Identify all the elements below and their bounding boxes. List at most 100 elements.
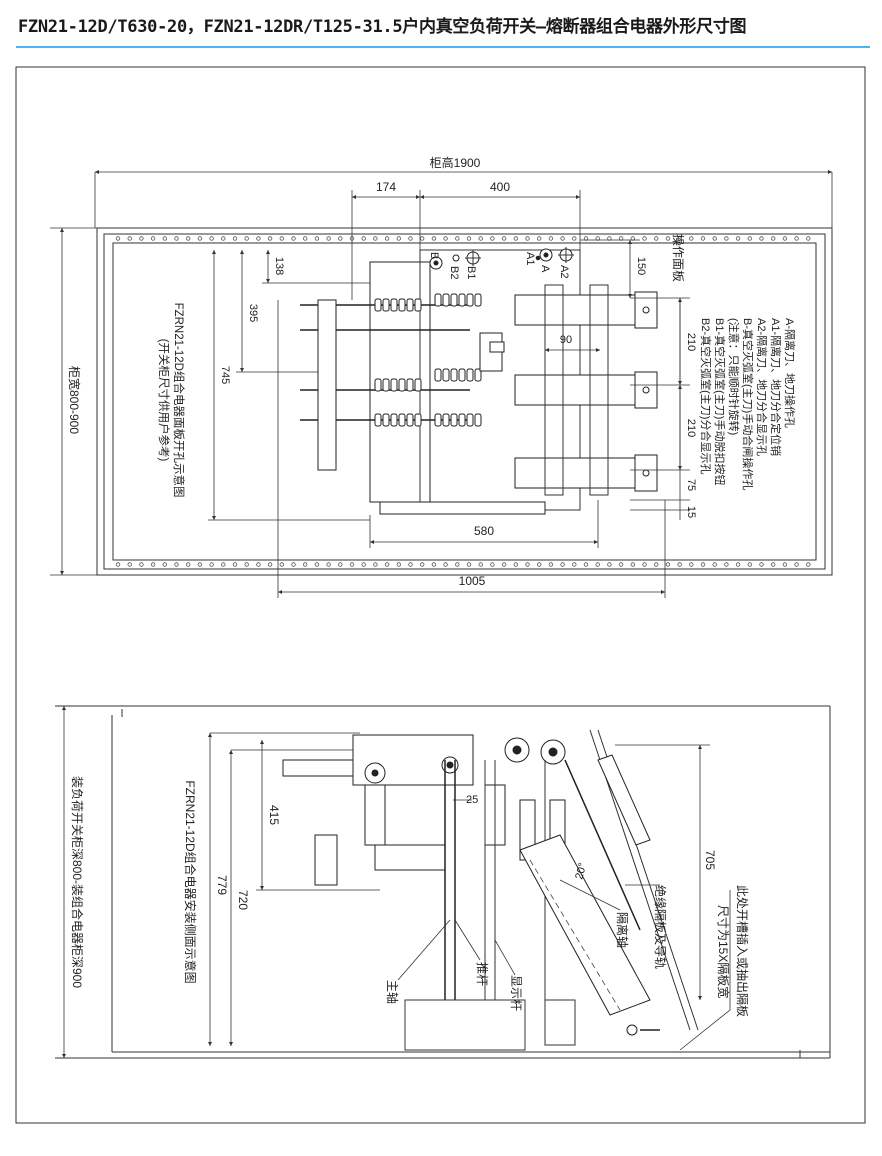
- mount-hole: [408, 562, 413, 567]
- front-caption-line1: FZRN21-12D组合电器面板开孔示意图: [172, 303, 186, 498]
- panel-mount-holes: [115, 236, 811, 241]
- mount-hole: [700, 236, 706, 241]
- hole-b2: [452, 254, 460, 262]
- mount-hole: [665, 562, 671, 567]
- mount-hole: [373, 562, 378, 567]
- dim-210-a: 210: [685, 333, 697, 351]
- label-a2: A2: [558, 265, 570, 278]
- mount-hole: [782, 562, 788, 567]
- mount-hole: [303, 236, 308, 241]
- side-caption: FZRN21-12D组合电器安装侧面示意图: [183, 780, 198, 983]
- mount-hole: [197, 562, 203, 567]
- mount-hole: [724, 236, 729, 241]
- mount-hole: [560, 562, 565, 567]
- mount-hole: [291, 562, 296, 567]
- mount-hole: [256, 236, 261, 241]
- dim-779: 779: [215, 875, 229, 895]
- mount-hole: [548, 562, 554, 567]
- dim-90: 90: [560, 334, 572, 346]
- mount-hole: [174, 562, 179, 567]
- mount-hole: [267, 562, 273, 567]
- mount-hole: [267, 236, 273, 241]
- mount-hole: [361, 562, 366, 567]
- legend-item: A-隔离刀、地刀操作孔: [783, 318, 797, 428]
- mount-hole: [548, 236, 554, 241]
- mount-hole: [221, 562, 226, 567]
- mount-hole: [150, 236, 156, 241]
- mount-hole: [455, 236, 460, 241]
- mount-hole: [513, 562, 518, 567]
- mount-hole: [244, 562, 249, 567]
- mount-hole: [162, 236, 167, 241]
- mount-hole: [654, 562, 659, 567]
- mount-hole: [806, 562, 811, 567]
- mount-hole: [209, 236, 214, 241]
- slot-note-line1: 此处开槽插入或抽出隔板: [735, 885, 749, 1017]
- page-title: FZN21-12D/T630-20，FZN21-12DR/T125-31.5户内…: [18, 17, 747, 37]
- mount-hole: [455, 562, 460, 567]
- mount-hole: [314, 562, 320, 567]
- mount-hole: [724, 562, 729, 567]
- mount-hole: [115, 236, 121, 241]
- cabinet-outline: [96, 227, 833, 576]
- mount-hole: [583, 562, 589, 567]
- mount-hole: [712, 236, 717, 241]
- mount-hole: [630, 562, 635, 567]
- dim-580: 580: [474, 524, 494, 538]
- mount-hole: [431, 236, 437, 241]
- mount-hole: [185, 236, 191, 241]
- mount-hole: [373, 236, 378, 241]
- side-view: 装负荷开关柜深800-装组合电器柜深900 FZRN21-12D组合电器安装侧面…: [55, 705, 831, 1059]
- dim-705: 705: [703, 850, 717, 870]
- mount-hole: [525, 562, 530, 567]
- mount-hole: [326, 562, 331, 567]
- mount-hole: [303, 562, 308, 567]
- dim-400: 400: [490, 180, 510, 194]
- mount-hole: [384, 236, 390, 241]
- mount-hole: [314, 236, 320, 241]
- mount-hole: [326, 236, 331, 241]
- cabinet-width-label: 柜宽800-900: [67, 366, 82, 434]
- mount-hole: [771, 236, 776, 241]
- label-main-shaft: 主轴: [385, 980, 400, 1004]
- dim-25: 25: [466, 794, 478, 806]
- mount-hole: [794, 562, 799, 567]
- label-b1: B1: [465, 266, 477, 279]
- mount-hole: [420, 562, 425, 567]
- dim-150: 150: [635, 257, 647, 275]
- legend-item: B1-真空灭弧室(主刀)手动脱扣按钮: [713, 318, 727, 485]
- mount-hole: [209, 562, 214, 567]
- mount-hole: [759, 562, 764, 567]
- dim-415: 415: [267, 805, 281, 825]
- mount-hole: [501, 562, 507, 567]
- hole-a1: [535, 255, 541, 261]
- mount-hole: [572, 236, 577, 241]
- mount-hole: [747, 236, 752, 241]
- mount-hole: [162, 562, 167, 567]
- hole-legend: A-隔离刀、地刀操作孔 A1-隔离刀、地刀分合定位销 A2-隔离刀、地刀分合显示…: [699, 318, 797, 490]
- mount-hole: [221, 236, 226, 241]
- panel-holes: [429, 247, 574, 270]
- mount-hole: [572, 562, 577, 567]
- mount-hole: [466, 562, 472, 567]
- legend-item: A2-隔离刀、地刀分合显示孔: [755, 318, 769, 456]
- mount-hole: [396, 562, 401, 567]
- mount-hole: [654, 236, 659, 241]
- legend-item: A1-隔离刀、地刀分合定位销: [769, 318, 783, 456]
- mount-hole: [642, 562, 647, 567]
- mount-hole: [677, 236, 682, 241]
- mount-hole: [349, 562, 355, 567]
- mount-hole: [689, 562, 694, 567]
- mount-hole: [618, 562, 624, 567]
- mount-hole: [782, 236, 788, 241]
- mount-hole: [537, 236, 542, 241]
- dim-395: 395: [247, 304, 259, 322]
- mount-hole: [127, 562, 132, 567]
- mount-hole: [256, 562, 261, 567]
- mount-hole: [607, 562, 612, 567]
- mount-hole: [396, 236, 401, 241]
- mount-hole: [735, 562, 741, 567]
- label-insulating-barrier: 绝缘隔板及导轨: [653, 885, 668, 969]
- panel-label: 操作面板: [671, 234, 686, 282]
- mount-hole: [513, 236, 518, 241]
